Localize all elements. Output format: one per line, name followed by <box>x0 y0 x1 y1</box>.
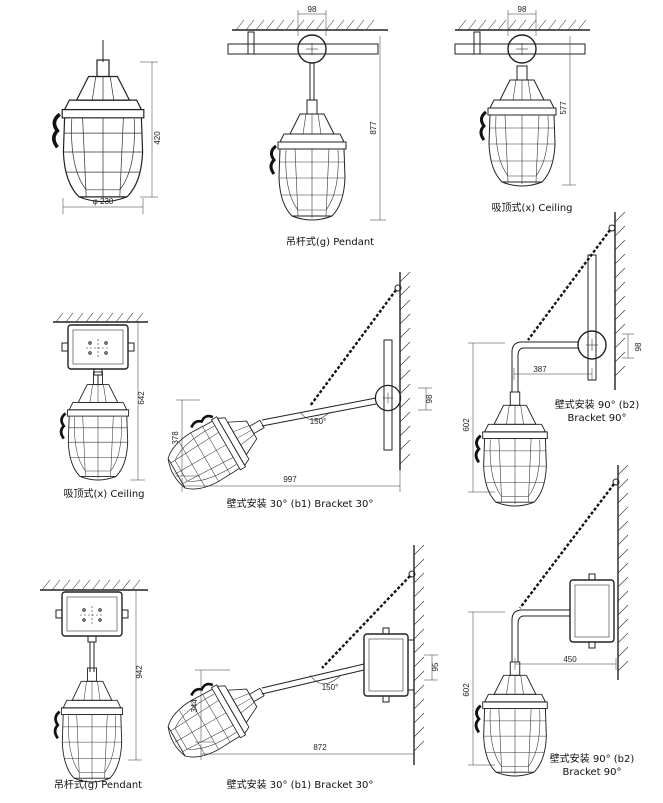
fig6-caption-line1: 壁式安装 90° (b2) <box>555 398 640 411</box>
fig5-height-dim: 378 <box>171 431 180 445</box>
fig8-angle-dim: 150° <box>322 683 339 692</box>
fig6-height-dim: 602 <box>462 418 471 432</box>
fig8-length-dim: 872 <box>313 743 327 752</box>
fig3-caption: 吸顶式(x) Ceiling <box>491 201 572 214</box>
fig6-box-dim: 98 <box>634 342 643 351</box>
fig7-height-dim: 942 <box>135 665 144 679</box>
fig9-caption-line2: Bracket 90° <box>562 767 621 778</box>
fig7-pendant-jbox-diagram <box>40 579 148 784</box>
fig9-height-dim: 602 <box>462 683 471 697</box>
fig1-lamp-front-view <box>51 40 158 214</box>
fig5-box-dim: 98 <box>425 394 434 403</box>
fig4-ceiling-jbox-diagram <box>53 312 148 482</box>
fig5-angle-dim: 150° <box>310 417 327 426</box>
fig1-diameter-dim: φ 230 <box>93 197 114 206</box>
fig4-caption: 吸顶式(x) Ceiling <box>63 487 144 500</box>
fig2-height-dim: 877 <box>369 121 378 135</box>
fig6-arm-dim: 387 <box>533 365 547 374</box>
fig6-bracket90-diagram <box>468 211 634 508</box>
fig8-box-dim: 95 <box>431 662 440 671</box>
fig9-bracket90-jbox-diagram <box>468 464 629 778</box>
fig8-bracket30-jbox-diagram <box>154 544 438 770</box>
fig6-caption-line2: Bracket 90° <box>567 413 626 424</box>
fig1-height-dim: 420 <box>153 131 162 145</box>
fig5-caption: 壁式安装 30° (b1) Bracket 30° <box>227 497 374 510</box>
fig5-bracket30-diagram <box>154 271 432 502</box>
fig4-height-dim: 642 <box>137 391 146 405</box>
fig9-caption-line1: 壁式安装 90° (b2) <box>550 752 635 765</box>
fig3-ceiling-diagram <box>454 10 590 188</box>
fig2-caption: 吊杆式(g) Pendant <box>286 235 374 248</box>
fig8-height-dim: 344 <box>190 699 199 713</box>
fig9-arm-dim: 450 <box>563 655 577 664</box>
fig2-pendant-diagram <box>227 10 388 222</box>
fig3-width-dim: 98 <box>518 5 527 14</box>
fig8-caption: 壁式安装 30° (b1) Bracket 30° <box>227 778 374 791</box>
fig3-height-dim: 577 <box>559 101 568 115</box>
fig2-width-dim: 98 <box>308 5 317 14</box>
fig7-caption: 吊杆式(g) Pendant <box>54 778 142 791</box>
fig5-length-dim: 997 <box>283 475 297 484</box>
